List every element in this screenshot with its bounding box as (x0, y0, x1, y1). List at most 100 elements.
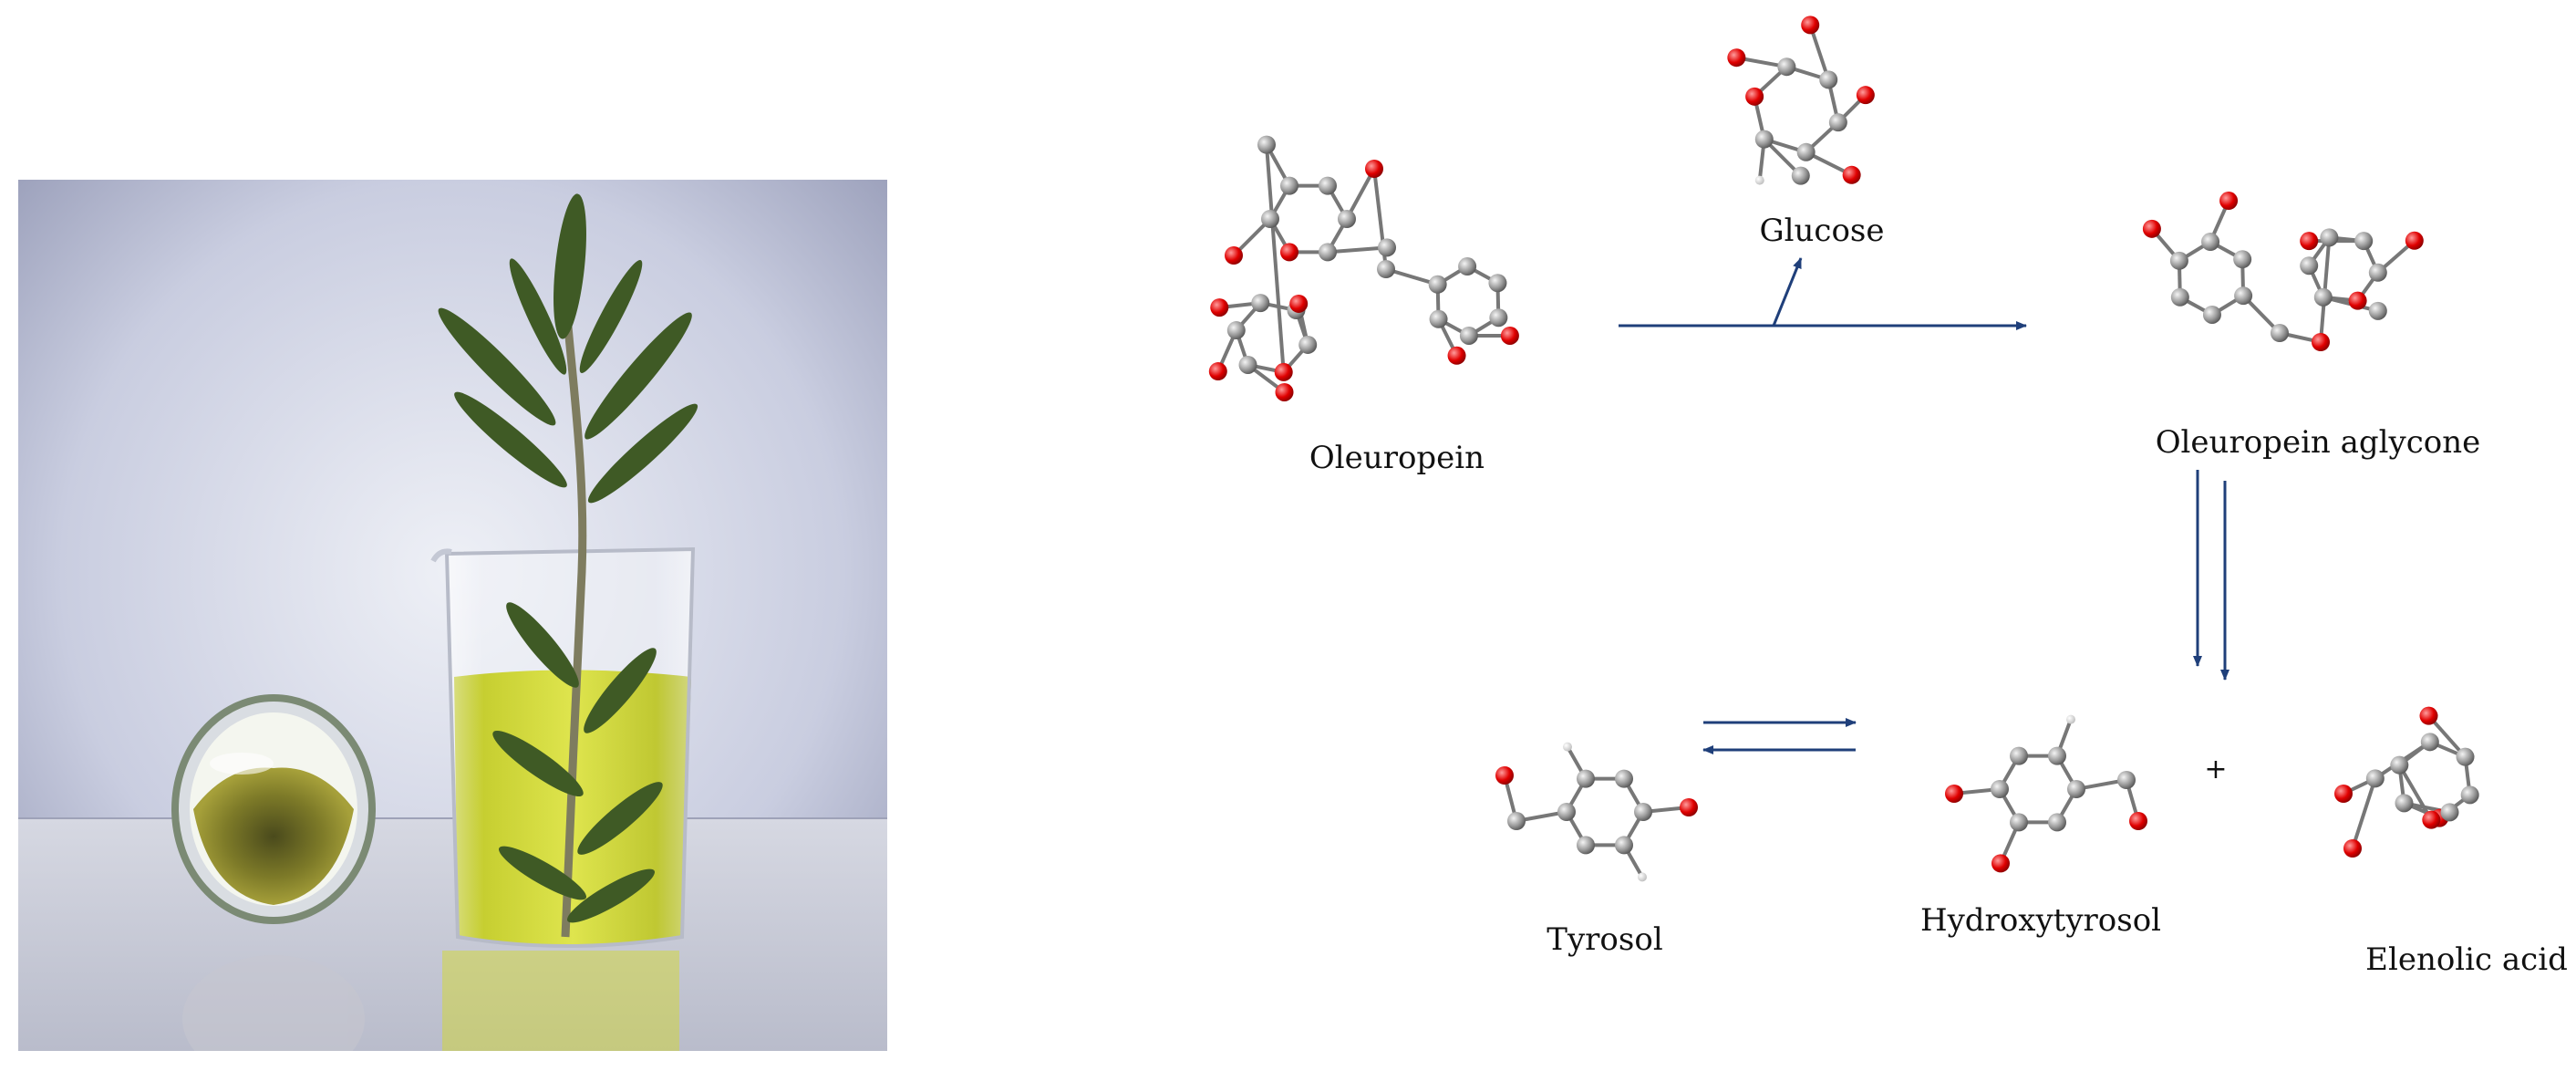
tyrosol-molecule-model (1495, 742, 1698, 882)
carbon-atom (2365, 769, 2385, 788)
carbon-atom (1488, 274, 1507, 293)
carbon-atom (2169, 251, 2188, 270)
oxygen-atom (2334, 785, 2353, 803)
tyrosol-label: Tyrosol (1547, 921, 1662, 958)
carbon-atom (1319, 176, 1337, 195)
atom-bond (2351, 777, 2377, 849)
carbon-atom (1429, 309, 1448, 328)
carbon-atom (1577, 836, 1595, 855)
oleuropein-aglycone-molecule-model (2142, 192, 2424, 351)
table-reflection (182, 951, 679, 1051)
oleuropein-molecule-model (1208, 135, 1519, 401)
carbon-atom (1238, 355, 1257, 374)
hydroxytyrosol-label: Hydroxytyrosol (1920, 902, 2161, 939)
oxygen-atom (1365, 160, 1383, 178)
carbon-atom (1261, 210, 1279, 228)
oxygen-atom (2219, 192, 2239, 211)
carbon-atom (2271, 324, 2289, 342)
carbon-atom (1280, 176, 1298, 195)
carbon-atom (2313, 287, 2333, 307)
carbon-atom (2010, 746, 2028, 765)
carbon-atom (1615, 769, 1633, 788)
oxygen-atom (2312, 333, 2330, 351)
carbon-atom (1458, 257, 1477, 276)
carbon-atom (2201, 233, 2220, 252)
carbon-atom (2117, 771, 2136, 789)
carbon-atom (1338, 210, 1356, 228)
carbon-atom (2354, 232, 2374, 251)
carbon-atom (2233, 250, 2252, 269)
oxygen-atom (1289, 294, 1309, 313)
carbon-atom (2390, 755, 2409, 775)
carbon-atom (2460, 785, 2479, 805)
oxygen-atom (2348, 291, 2367, 310)
carbon-atom (1819, 70, 1838, 89)
elenolic-acid-label: Elenolic acid (2365, 941, 2568, 978)
hydroxytyrosol-molecule-model (1945, 714, 2147, 873)
oxygen-atom (2422, 810, 2441, 829)
oxygen-atom (1275, 382, 1294, 401)
oleuropein-label: Oleuropein (1309, 440, 1485, 476)
carbon-atom (2067, 780, 2085, 798)
oxygen-atom (1842, 165, 1861, 184)
carbon-atom (1796, 142, 1816, 161)
leaf-powder-jar (171, 694, 376, 924)
carbon-atom (2395, 794, 2414, 813)
oxygen-atom (1856, 86, 1875, 105)
carbon-atom (2440, 803, 2459, 822)
oxygen-atom (2142, 219, 2161, 238)
atom-bond (1265, 144, 1286, 373)
carbon-atom (1459, 326, 1478, 345)
oleuropein-aglycone-label: Oleuropein aglycone (2156, 424, 2481, 461)
oxygen-atom (1745, 87, 1764, 106)
carbon-atom (1557, 803, 1576, 821)
oxygen-atom (2129, 812, 2147, 830)
oxygen-atom (2343, 839, 2362, 858)
glucose-molecule-model (1727, 16, 1875, 185)
carbon-atom (1319, 243, 1337, 262)
olive-branch (438, 193, 698, 938)
oxygen-atom (1208, 362, 1227, 381)
oxygen-atom (1210, 298, 1229, 317)
atom-bond (1327, 245, 1388, 255)
elenolic-acid-molecule-model (2334, 706, 2479, 858)
atom-bond (1808, 24, 1831, 81)
olive-photo-illustration (18, 180, 887, 1051)
olive-photo (18, 180, 887, 1051)
atom-bond (2427, 714, 2467, 759)
carbon-atom (2202, 305, 2221, 324)
oxygen-atom (1727, 48, 1746, 68)
carbon-atom (1298, 335, 1318, 354)
plus-sign: + (2204, 754, 2227, 785)
carbon-atom (1777, 57, 1796, 77)
hydrogen-atom (2066, 714, 2075, 724)
oxygen-atom (1495, 766, 1514, 785)
hydrogen-atom (1754, 175, 1764, 185)
oxygen-atom (1500, 326, 1519, 345)
carbon-atom (1489, 308, 1508, 328)
oxygen-atom (1945, 785, 1963, 803)
oxygen-atom (1225, 246, 1243, 265)
carbon-atom (1577, 769, 1595, 788)
glucose-label: Glucose (1759, 213, 1884, 249)
carbon-atom (1378, 238, 1396, 257)
oxygen-atom (1991, 854, 2010, 873)
oxygen-atom (1447, 346, 1466, 365)
carbon-atom (1828, 113, 1847, 132)
oxygen-atom (1280, 243, 1298, 262)
carbon-atom (2368, 301, 2387, 320)
carbon-atom (2170, 287, 2189, 307)
hydrogen-atom (1563, 742, 1572, 752)
hydrogen-atom (1638, 872, 1647, 882)
atom-bond (1345, 168, 1376, 220)
oxygen-atom (1680, 798, 1698, 816)
carbon-atom (2420, 733, 2439, 752)
carbon-atom (2010, 813, 2028, 832)
carbon-atom (1251, 294, 1270, 313)
carbon-atom (2300, 256, 2319, 276)
carbon-atom (2048, 746, 2066, 765)
carbon-atom (2320, 228, 2339, 247)
carbon-atom (2048, 813, 2066, 832)
carbon-atom (1507, 812, 1526, 830)
